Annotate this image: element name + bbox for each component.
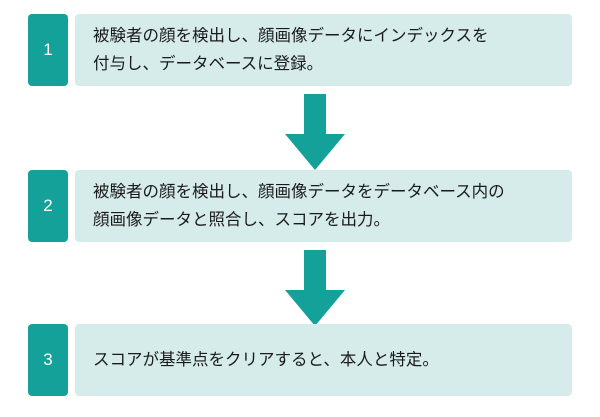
step-3-line-1: スコアが基準点をクリアすると、本人と特定。 bbox=[93, 350, 439, 369]
step-2-description: 被験者の顔を検出し、顔画像データをデータベース内の 顔画像データと照合し、スコア… bbox=[75, 170, 572, 242]
step-1-number: 1 bbox=[28, 14, 68, 86]
down-arrow-icon bbox=[285, 250, 345, 326]
step-1-line-1: 被験者の顔を検出し、顔画像データにインデックスを bbox=[93, 26, 489, 45]
down-arrow-icon bbox=[285, 94, 345, 170]
step-3-description: スコアが基準点をクリアすると、本人と特定。 bbox=[75, 324, 572, 396]
step-1-line-2: 付与し、データベースに登録。 bbox=[93, 54, 324, 73]
step-2: 2 被験者の顔を検出し、顔画像データをデータベース内の 顔画像データと照合し、ス… bbox=[28, 170, 572, 242]
step-1-description: 被験者の顔を検出し、顔画像データにインデックスを 付与し、データベースに登録。 bbox=[75, 14, 572, 86]
step-1: 1 被験者の顔を検出し、顔画像データにインデックスを 付与し、データベースに登録… bbox=[28, 14, 572, 86]
step-3: 3 スコアが基準点をクリアすると、本人と特定。 bbox=[28, 324, 572, 396]
step-2-line-1: 被験者の顔を検出し、顔画像データをデータベース内の bbox=[93, 182, 505, 201]
step-2-line-2: 顔画像データと照合し、スコアを出力。 bbox=[93, 210, 390, 229]
step-2-number: 2 bbox=[28, 170, 68, 242]
step-3-number: 3 bbox=[28, 324, 68, 396]
